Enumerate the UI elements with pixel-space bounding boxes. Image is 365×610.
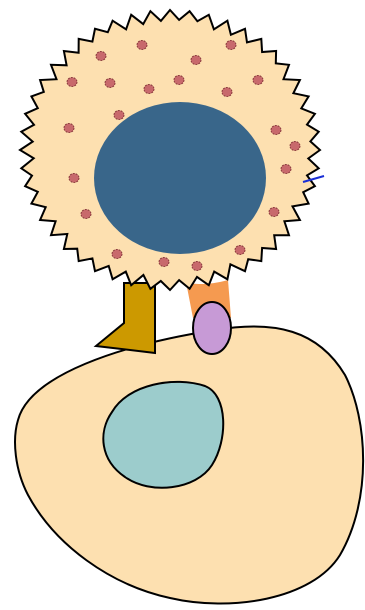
granule <box>112 250 122 259</box>
violet-oval-ligand <box>193 302 231 354</box>
target-cell <box>15 326 363 603</box>
granule <box>253 76 263 85</box>
lymphocyte-nucleus <box>94 102 266 254</box>
granule <box>235 246 245 255</box>
lymphocyte-cell <box>20 10 324 290</box>
granule <box>137 41 147 50</box>
granule <box>159 258 169 267</box>
granule <box>105 79 115 88</box>
granule <box>174 76 184 85</box>
granule <box>290 142 300 151</box>
granule <box>191 56 201 65</box>
granule <box>67 78 77 87</box>
granule <box>226 41 236 50</box>
granule <box>114 111 124 120</box>
granule <box>81 210 91 219</box>
granule <box>144 85 154 94</box>
granule <box>192 262 202 271</box>
granule <box>281 165 291 174</box>
granule <box>96 52 106 61</box>
granule <box>271 126 281 135</box>
gold-boot-receptor <box>96 283 155 353</box>
granule <box>269 208 279 217</box>
granule <box>222 88 232 97</box>
granule <box>64 124 74 133</box>
granule <box>69 174 79 183</box>
